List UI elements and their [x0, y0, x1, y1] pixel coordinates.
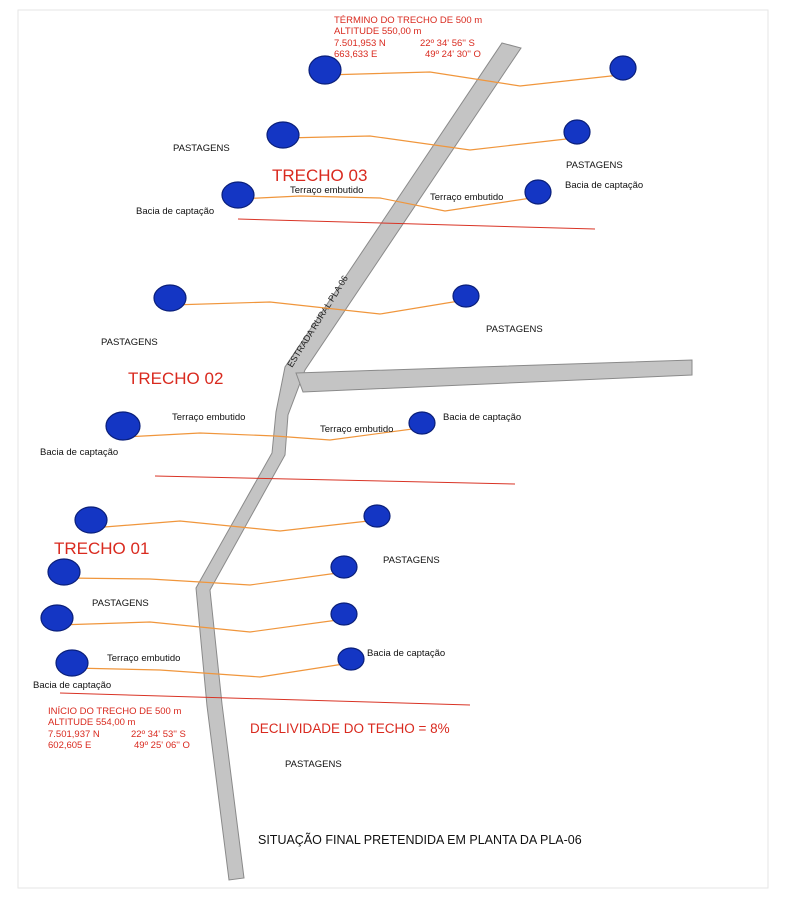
- catchment-basin: [266, 121, 300, 149]
- catchment-basin: [105, 411, 141, 441]
- trecho-03-label: TRECHO 03: [272, 166, 367, 185]
- pastagens-label: PASTAGENS: [566, 160, 623, 171]
- bacia-label: Bacia de captação: [565, 180, 643, 191]
- catchment-basin: [330, 602, 358, 626]
- catchment-basin: [337, 647, 365, 671]
- catchment-basin: [609, 55, 637, 81]
- slope-label: DECLIVIDADE DO TECHO = 8%: [250, 721, 450, 736]
- road-main-branch: [195, 42, 522, 881]
- pastagens-label: PASTAGENS: [173, 143, 230, 154]
- terrace-line: [284, 135, 576, 151]
- start-info-line1: INÍCIO DO TRECHO DE 500 m: [48, 706, 181, 717]
- terraco-label: Terraço embutido: [290, 185, 363, 196]
- segment-boundaries: [59, 218, 596, 706]
- bacia-label: Bacia de captação: [136, 206, 214, 217]
- terraco-label: Terraço embutido: [107, 653, 180, 664]
- bacia-label: Bacia de captação: [443, 412, 521, 423]
- terraco-label: Terraço embutido: [172, 412, 245, 423]
- catchment-basin: [221, 181, 255, 209]
- terrace-line: [123, 427, 421, 441]
- terrace-line: [57, 618, 346, 633]
- catchment-basin: [40, 604, 74, 632]
- trecho-01-label: TRECHO 01: [54, 539, 149, 558]
- catchment-basin: [308, 55, 342, 85]
- drawing-title: SITUAÇÃO FINAL PRETENDIDA EM PLANTA DA P…: [258, 833, 582, 847]
- terrace-line: [64, 571, 346, 586]
- bacia-label: Bacia de captação: [367, 648, 445, 659]
- end-info-north: 7.501,953 N: [334, 38, 386, 49]
- end-info-lat: 22º 34' 56'' S: [420, 38, 475, 49]
- trecho-02-label: TRECHO 02: [128, 369, 223, 388]
- start-info-lon: 49º 25' 06'' O: [134, 740, 190, 751]
- pastagens-label: PASTAGENS: [92, 598, 149, 609]
- terrace-line: [237, 195, 539, 212]
- segment-boundary-line: [59, 692, 471, 706]
- catchment-basin: [55, 649, 89, 677]
- end-info-block: TÉRMINO DO TRECHO DE 500 m ALTITUDE 550,…: [334, 15, 482, 60]
- start-info-east: 602,605 E: [48, 740, 91, 751]
- end-info-east: 663,633 E: [334, 49, 377, 60]
- catchment-basin: [47, 558, 81, 586]
- catchment-basin: [563, 119, 591, 145]
- terrace-line: [171, 299, 466, 315]
- road-east-branch: [295, 359, 693, 393]
- road-label: ESTRADA RURAL PLA 06: [285, 274, 350, 369]
- catchment-basin: [524, 179, 552, 205]
- start-info-block: INÍCIO DO TRECHO DE 500 m ALTITUDE 554,0…: [48, 706, 190, 751]
- terraco-label: Terraço embutido: [320, 424, 393, 435]
- catchment-basin: [330, 555, 358, 579]
- pastagens-label: PASTAGENS: [383, 555, 440, 566]
- drawing-frame: [17, 9, 769, 889]
- start-info-line2: ALTITUDE 554,00 m: [48, 717, 136, 728]
- end-info-line2: ALTITUDE 550,00 m: [334, 26, 422, 37]
- pastagens-label: PASTAGENS: [486, 324, 543, 335]
- terraco-label: Terraço embutido: [430, 192, 503, 203]
- catchment-basin: [74, 506, 108, 534]
- bacia-label: Bacia de captação: [33, 680, 111, 691]
- catchment-basin: [153, 284, 187, 312]
- terrace-line: [91, 519, 378, 532]
- catchment-basin: [452, 284, 480, 308]
- bacia-label: Bacia de captação: [40, 447, 118, 458]
- start-info-lat: 22º 34' 53'' S: [131, 729, 186, 740]
- end-info-line1: TÉRMINO DO TRECHO DE 500 m: [334, 15, 482, 26]
- terraces: [57, 71, 621, 678]
- catchment-basin: [363, 504, 391, 528]
- pastagens-label: PASTAGENS: [285, 759, 342, 770]
- segment-boundary-line: [237, 218, 596, 230]
- terrace-line: [324, 71, 621, 87]
- catchment-basins: [40, 55, 637, 677]
- catchment-basin: [408, 411, 436, 435]
- segment-boundary-line: [154, 475, 516, 485]
- start-info-north: 7.501,937 N: [48, 729, 100, 740]
- terrace-line: [72, 662, 351, 678]
- pastagens-label: PASTAGENS: [101, 337, 158, 348]
- end-info-lon: 49º 24' 30'' O: [425, 49, 481, 60]
